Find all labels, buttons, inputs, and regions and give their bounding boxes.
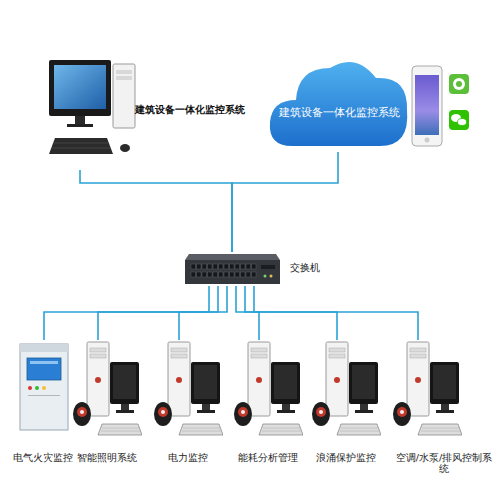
cloud-platform: 建筑设备一体化监控系统 [268,52,410,152]
node-label: 电力监控 [153,452,223,464]
network-cable [179,286,227,340]
network-cable [236,286,259,340]
network-switch: 交换机 [185,252,280,286]
network-cable [232,152,338,252]
hvac-control-pc: 空调/水泵/排风控制系统 [392,340,496,462]
cloud-shape [268,52,410,152]
fire-monitor-device: 电气火灾监控 [8,340,78,462]
network-cable [80,170,232,252]
pc-illustration [392,340,462,440]
node-label: 电气火灾监控 [8,452,78,464]
pc-illustration [233,340,303,440]
power-monitor-pc: 电力监控 [153,340,223,462]
chat-app-icon [449,110,469,130]
network-cable [245,286,337,340]
pc-illustration [311,340,381,440]
node-label: 空调/水泵/排风控制系统 [392,452,496,475]
monitoring-computer: 建筑设备一体化监控系统 [45,58,245,170]
energy-analysis-pc: 能耗分析管理 [233,340,303,462]
network-cable [254,286,418,340]
surge-protection-pc: 浪涌保护监控 [311,340,381,462]
node-label: 能耗分析管理 [233,452,303,464]
app-icon [449,74,469,94]
network-cable [44,286,209,340]
lighting-system-pc: 智能照明系统 [72,340,142,462]
node-label: 交换机 [290,262,330,274]
pc-illustration [153,340,223,440]
computer-illustration [45,58,140,170]
network-cable [98,286,218,340]
switch-illustration [185,252,280,286]
pc-illustration [72,340,142,440]
node-label: 建筑设备一体化监控系统 [272,106,406,119]
node-label: 浪涌保护监控 [311,452,381,464]
panel-illustration [8,340,78,440]
phone-illustration [412,66,442,146]
node-label: 智能照明系统 [72,452,142,464]
node-label: 建筑设备一体化监控系统 [135,104,245,116]
